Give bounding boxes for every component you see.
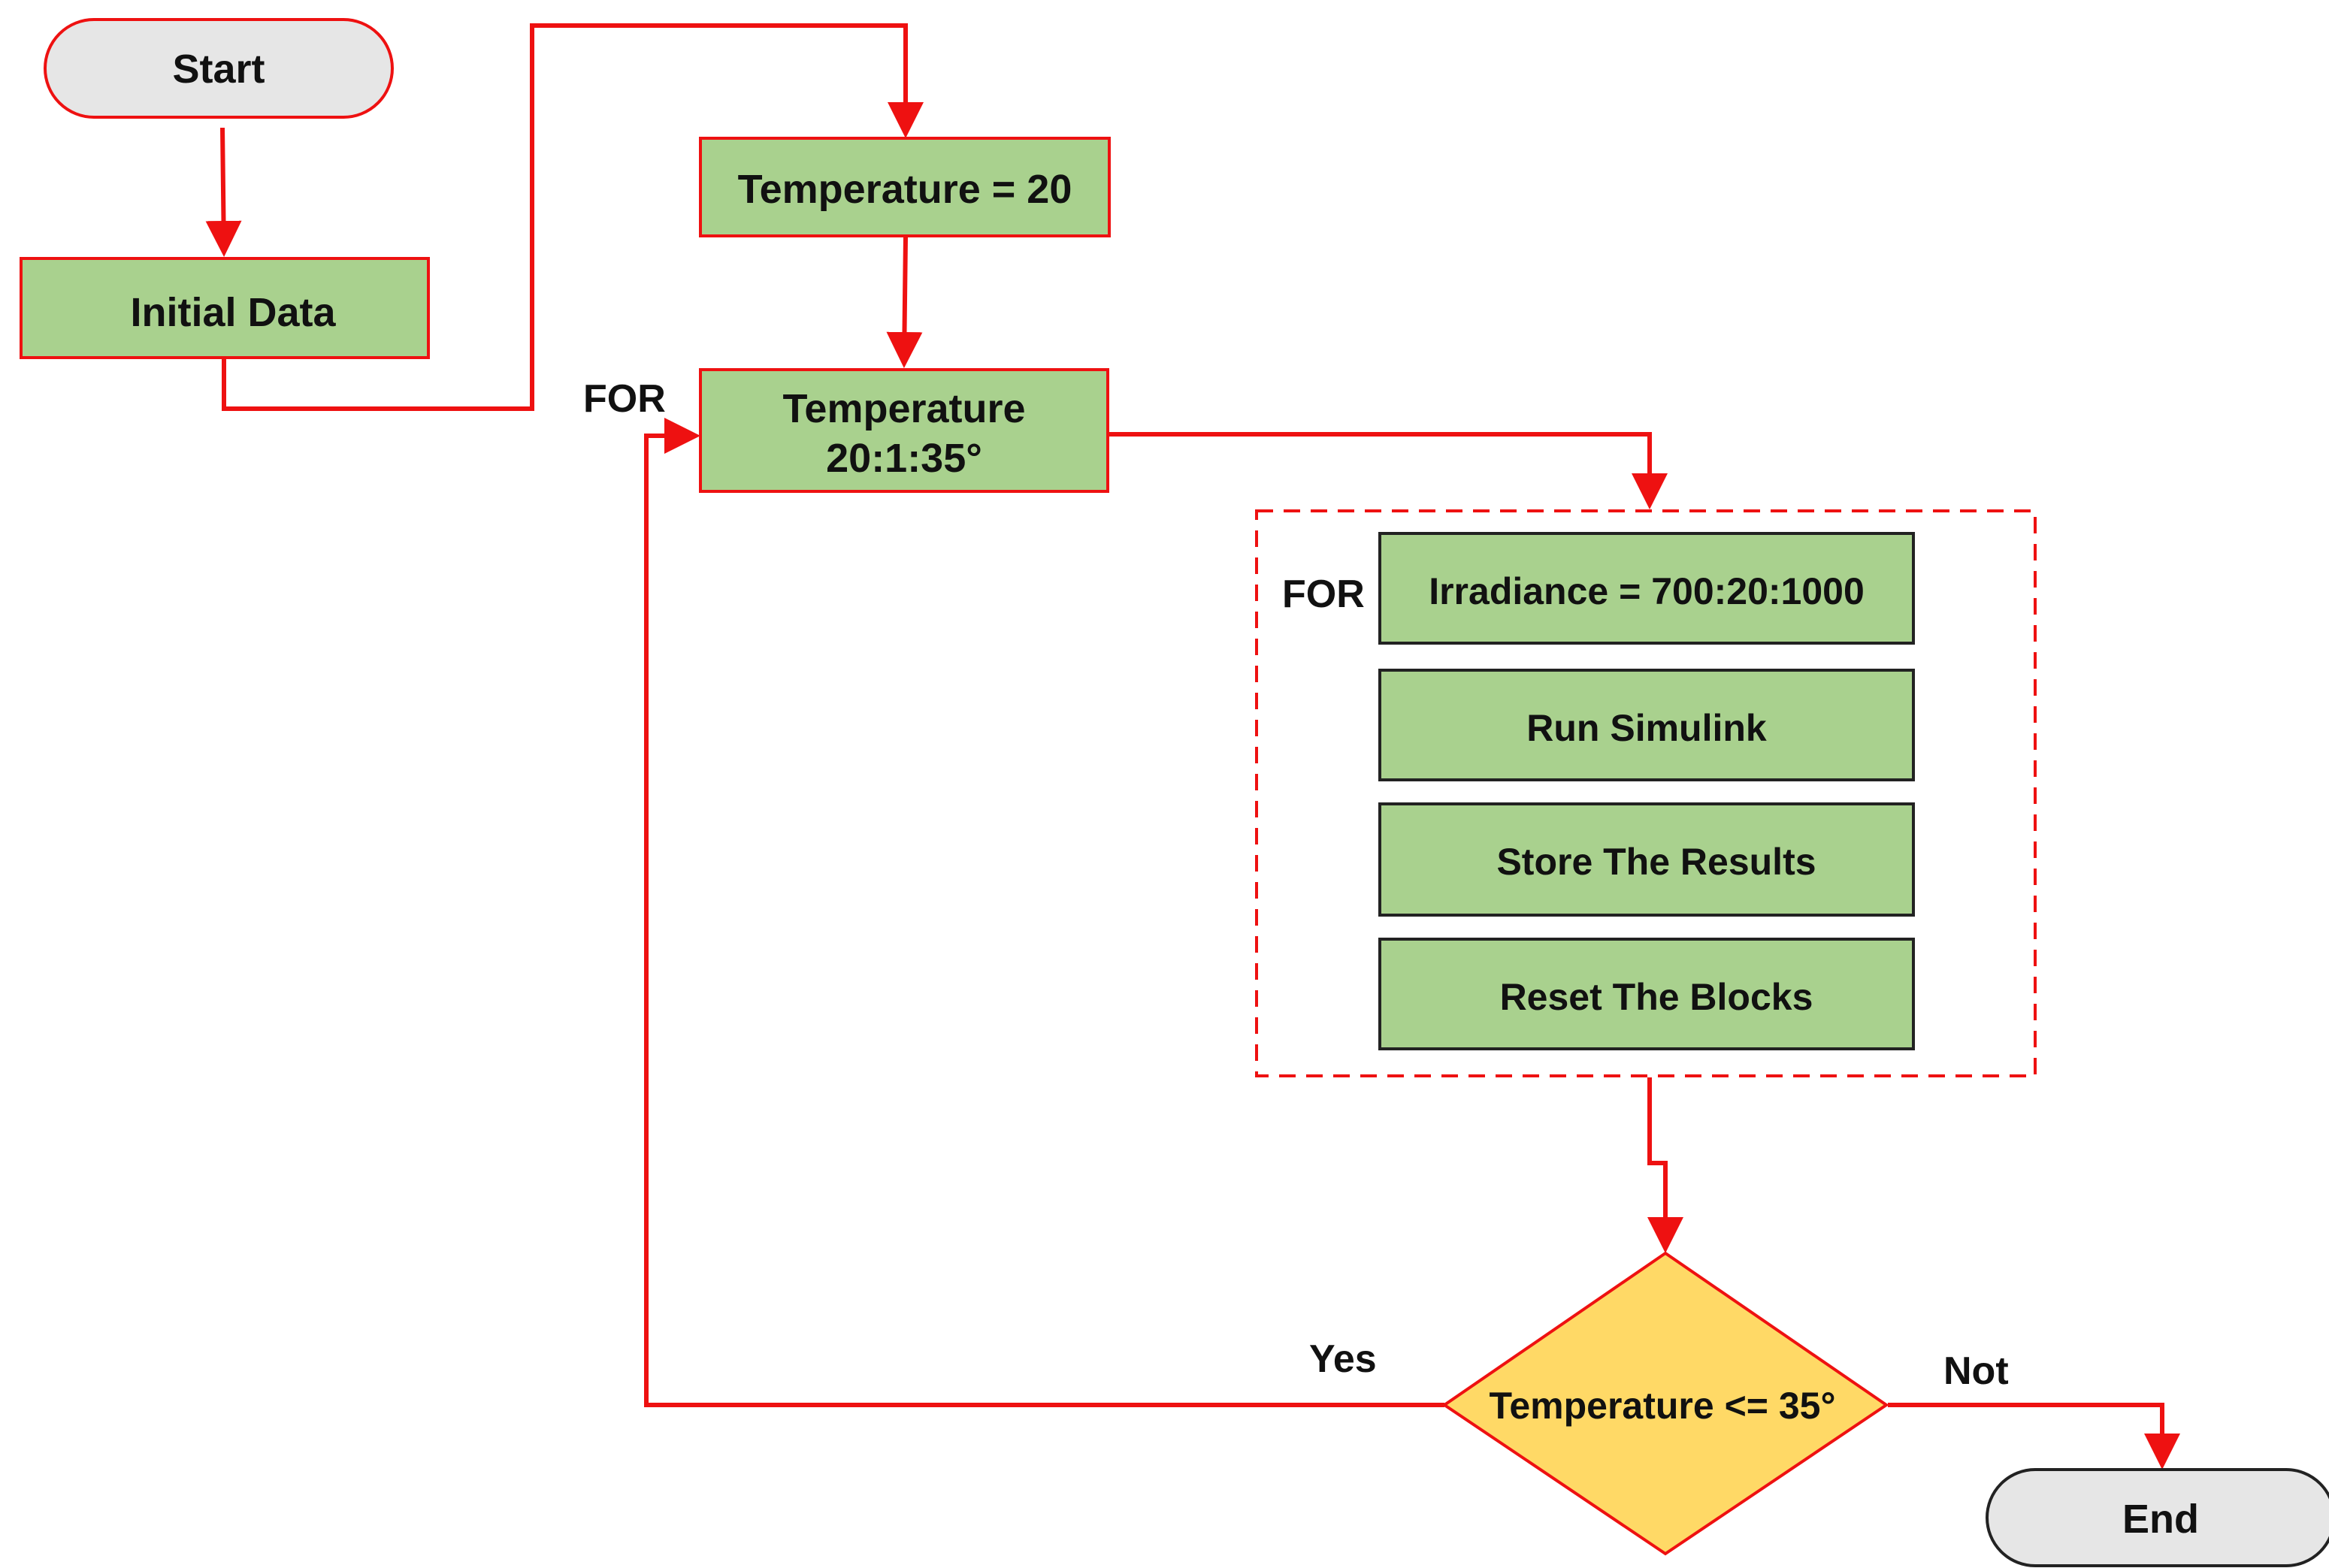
store-results-box: Store The Results <box>1378 802 1915 917</box>
inner-loop-container <box>1255 509 2037 1077</box>
connector-temperature-init-to-loop <box>886 237 923 368</box>
start-terminal: Start <box>44 18 394 119</box>
temperature-loop-box: Temperature 20:1:35° <box>699 368 1109 493</box>
connector-loop-to-inner-block <box>1109 432 1668 509</box>
for-inner-label: FOR <box>1282 573 1365 616</box>
run-simulink-box: Run Simulink <box>1378 669 1915 781</box>
store-results-label: Store The Results <box>1496 841 1816 883</box>
connector-decision-not-to-end <box>1888 1403 2180 1470</box>
run-simulink-label: Run Simulink <box>1526 707 1767 749</box>
irradiance-loop-box: Irradiance = 700:20:1000 <box>1378 532 1915 645</box>
end-label: End <box>2122 1497 2199 1542</box>
connector-decision-yes-back-to-loop <box>644 418 1444 1407</box>
decision-label: Temperature <= 35° <box>1490 1385 1836 1427</box>
reset-blocks-label: Reset The Blocks <box>1500 976 1813 1018</box>
initial-data-label: Initial Data <box>130 290 336 335</box>
not-label: Not <box>1943 1349 2009 1393</box>
connector-inner-block-to-decision <box>1647 1077 1683 1253</box>
start-label: Start <box>172 47 265 92</box>
connector-initial-data-to-temperature-init <box>222 23 924 411</box>
connector-start-to-initial-data <box>205 127 242 257</box>
temperature-init-box: Temperature = 20 <box>699 137 1111 237</box>
temperature-loop-label-line2: 20:1:35° <box>826 436 982 481</box>
irradiance-loop-label: Irradiance = 700:20:1000 <box>1429 570 1865 612</box>
decision-diamond: Temperature <= 35° <box>1441 1251 1889 1556</box>
temperature-loop-label-line1: Temperature <box>782 386 1025 431</box>
end-terminal: End <box>1986 1468 2329 1567</box>
for-outer-label: FOR <box>583 377 666 421</box>
reset-blocks-box: Reset The Blocks <box>1378 938 1915 1050</box>
yes-label: Yes <box>1309 1337 1377 1381</box>
initial-data-box: Initial Data <box>20 257 430 359</box>
temperature-init-label: Temperature = 20 <box>738 167 1072 212</box>
